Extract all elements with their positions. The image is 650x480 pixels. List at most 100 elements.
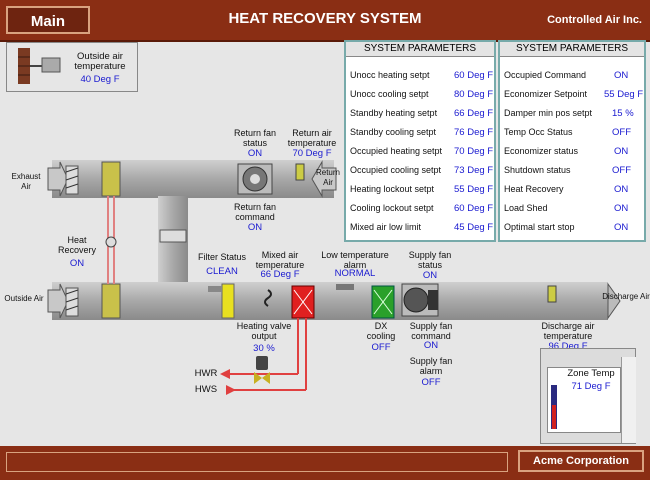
param-label: Load Shed xyxy=(504,203,548,213)
thermometer-icon xyxy=(549,385,559,431)
supply-fan-command-value[interactable]: ON xyxy=(423,340,439,351)
page-title: HEAT RECOVERY SYSTEM xyxy=(228,10,422,27)
supply-fan-command-label: Supply fan command xyxy=(409,321,453,341)
heating-valve xyxy=(256,356,268,370)
return-fan-status-label: Return fan status xyxy=(233,128,277,148)
return-fan-command-value[interactable]: ON xyxy=(247,222,263,233)
discharge-air-temp-sensor xyxy=(547,285,557,303)
hwr-arrow xyxy=(220,369,230,379)
return-fan-status-value[interactable]: ON xyxy=(247,148,263,159)
system-parameters-panel-2: SYSTEM PARAMETERS Occupied Command ON Ec… xyxy=(498,40,646,242)
heat-recovery-label: Heat Recovery xyxy=(57,235,96,255)
crossover-damper xyxy=(159,229,187,243)
mixed-air-temp-value[interactable]: 66 Deg F xyxy=(260,269,300,280)
hws-arrow xyxy=(226,385,236,395)
param-value[interactable]: 45 Deg F xyxy=(454,222,494,233)
low-temp-alarm-value[interactable]: NORMAL xyxy=(334,268,376,279)
zone-temp-label: Zone Temp xyxy=(567,368,615,379)
filter xyxy=(221,283,235,319)
param-value[interactable]: 66 Deg F xyxy=(454,108,494,119)
param-label: Optimal start stop xyxy=(504,222,575,232)
hvac-diagram-graphics xyxy=(47,160,621,395)
supply-fan-status-label: Supply fan status xyxy=(408,250,452,270)
param-label: Heating lockout setpt xyxy=(350,184,435,194)
supply-fan-alarm-value[interactable]: OFF xyxy=(421,377,441,388)
return-air-temp-value[interactable]: 70 Deg F xyxy=(292,148,332,159)
param-value[interactable]: 80 Deg F xyxy=(454,89,494,100)
main-button[interactable]: Main xyxy=(6,6,90,34)
param-label: Damper min pos setpt xyxy=(504,108,593,118)
dx-cooling-value[interactable]: OFF xyxy=(371,342,391,353)
exhaust-return-duct xyxy=(52,160,334,198)
panel-title: SYSTEM PARAMETERS xyxy=(346,42,494,57)
param-value[interactable]: 76 Deg F xyxy=(454,127,494,138)
hwr-label: HWR xyxy=(194,368,218,379)
param-value[interactable]: 60 Deg F xyxy=(454,203,494,214)
system-parameters-panel-1: SYSTEM PARAMETERS Unocc heating setpt 60… xyxy=(344,40,496,242)
param-label: Cooling lockout setpt xyxy=(350,203,434,213)
mixed-air-temp-sensor xyxy=(264,289,272,307)
param-value[interactable]: 60 Deg F xyxy=(454,70,494,81)
zone-temp-value[interactable]: 71 Deg F xyxy=(571,381,611,392)
discharge-air-temp-label: Discharge air temperature xyxy=(541,321,595,341)
param-label: Heat Recovery xyxy=(504,184,564,194)
param-value[interactable]: 73 Deg F xyxy=(454,165,494,176)
mixed-air-temp-label: Mixed air temperature xyxy=(255,250,305,270)
param-label: Standby heating setpt xyxy=(350,108,438,118)
heat-recovery-pump xyxy=(105,236,117,248)
supply-fan-status-value[interactable]: ON xyxy=(422,270,438,281)
param-label: Shutdown status xyxy=(504,165,571,175)
param-label: Economizer Setpoint xyxy=(504,89,588,99)
hws-label: HWS xyxy=(194,384,218,395)
footer-company-button[interactable]: Acme Corporation xyxy=(518,450,644,472)
param-label: Economizer status xyxy=(504,146,579,156)
outside-air-duct-label: Outside Air xyxy=(4,294,44,303)
outside-air-icon xyxy=(14,48,62,84)
return-air-temp-label: Return air temperature xyxy=(287,128,337,148)
param-value[interactable]: ON xyxy=(614,203,629,214)
param-label: Occupied Command xyxy=(504,70,587,80)
low-temp-alarm-sensor xyxy=(336,284,354,290)
param-label: Temp Occ Status xyxy=(504,127,573,137)
param-value[interactable]: 55 Deg F xyxy=(604,89,644,100)
heating-valve-label: Heating valve output xyxy=(236,321,292,341)
dx-cooling-label: DX cooling xyxy=(366,321,396,341)
param-label: Occupied heating setpt xyxy=(350,146,443,156)
heat-recovery-coil-bottom xyxy=(101,283,121,319)
param-label: Standby cooling setpt xyxy=(350,127,437,137)
zone-thermostat[interactable]: Zone Temp 71 Deg F xyxy=(540,348,636,444)
zone-thermostat-screen xyxy=(547,367,621,433)
filter-status-value[interactable]: CLEAN xyxy=(206,266,238,277)
heat-recovery-value[interactable]: ON xyxy=(69,258,85,269)
param-value[interactable]: ON xyxy=(614,184,629,195)
footer-status-field xyxy=(6,452,508,472)
supply-duct xyxy=(52,282,608,320)
outside-air-value[interactable]: 40 Deg F xyxy=(80,74,120,85)
return-air-arrow xyxy=(311,160,337,198)
discharge-air-temp-value[interactable]: 96 Deg F xyxy=(548,341,588,352)
heat-recovery-coil-top xyxy=(101,161,121,197)
param-label: Mixed air low limit xyxy=(350,222,422,232)
param-value[interactable]: OFF xyxy=(612,127,631,138)
param-value[interactable]: ON xyxy=(614,70,629,81)
param-value[interactable]: OFF xyxy=(612,165,631,176)
header-company: Controlled Air Inc. xyxy=(547,14,642,26)
param-value[interactable]: ON xyxy=(614,146,629,157)
outside-air-label: Outside air temperature xyxy=(74,51,126,72)
param-value[interactable]: 15 % xyxy=(612,108,634,119)
param-label: Unocc cooling setpt xyxy=(350,89,429,99)
param-value[interactable]: ON xyxy=(614,222,629,233)
header-bar xyxy=(0,0,650,42)
outside-air-arrow xyxy=(47,283,69,319)
supply-fan-alarm-label: Supply fan alarm xyxy=(409,356,453,376)
exhaust-air-label: Exhaust Air xyxy=(11,172,41,191)
panel-title: SYSTEM PARAMETERS xyxy=(500,42,644,57)
param-value[interactable]: 55 Deg F xyxy=(454,184,494,195)
return-fan-command-label: Return fan command xyxy=(233,202,277,222)
param-label: Occupied cooling setpt xyxy=(350,165,442,175)
param-value[interactable]: 70 Deg F xyxy=(454,146,494,157)
exhaust-air-arrow xyxy=(47,161,69,197)
low-temp-alarm-label: Low temperature alarm xyxy=(321,250,389,270)
heating-valve-value[interactable]: 30 % xyxy=(253,343,275,354)
thermostat-side xyxy=(621,357,636,443)
